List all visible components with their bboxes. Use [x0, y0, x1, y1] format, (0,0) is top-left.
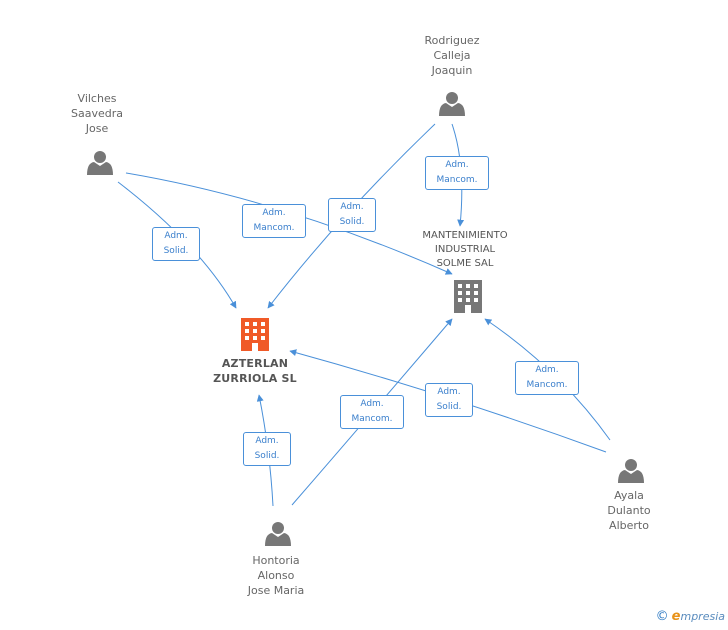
person-icon[interactable] — [618, 459, 644, 483]
person-label-hontoria[interactable]: Hontoria Alonso Jose Maria — [247, 554, 305, 597]
person-icon[interactable] — [265, 522, 291, 546]
edge-label-ayala-azterlan[interactable]: Adm. Solid. — [425, 383, 473, 417]
person-label-vilches[interactable]: Vilches Saavedra Jose — [71, 92, 123, 135]
company-label-mantenimiento[interactable]: MANTENIMIENTO INDUSTRIAL SOLME SAL — [422, 230, 508, 269]
person-icon[interactable] — [439, 92, 465, 116]
edge-label-vilches-mantenimiento[interactable]: Adm. Mancom. — [242, 204, 306, 238]
building-icon-azterlan[interactable] — [241, 318, 269, 351]
brand-initial: e — [671, 609, 681, 624]
company-label-azterlan[interactable]: AZTERLAN ZURRIOLA SL — [213, 357, 297, 385]
edge-label-hontoria-azterlan[interactable]: Adm. Solid. — [243, 432, 291, 466]
person-icon[interactable] — [87, 151, 113, 175]
copyright-icon: © — [655, 609, 669, 624]
edge-label-ayala-mantenimiento[interactable]: Adm. Mancom. — [515, 361, 579, 395]
person-label-ayala[interactable]: Ayala Dulanto Alberto — [607, 489, 651, 532]
person-label-rodriguez[interactable]: Rodriguez Calleja Joaquin — [424, 34, 480, 77]
edge-label-hontoria-mantenimiento[interactable]: Adm. Mancom. — [340, 395, 404, 429]
empresia-watermark: ©empresia — [656, 609, 725, 624]
building-icon-mantenimiento[interactable] — [454, 280, 482, 313]
edge-label-rodriguez-azterlan[interactable]: Adm. Solid. — [328, 198, 376, 232]
brand-name: mpresia — [680, 610, 725, 623]
edge-label-rodriguez-mantenimiento[interactable]: Adm. Mancom. — [425, 156, 489, 190]
edge-label-vilches-azterlan[interactable]: Adm. Solid. — [152, 227, 200, 261]
